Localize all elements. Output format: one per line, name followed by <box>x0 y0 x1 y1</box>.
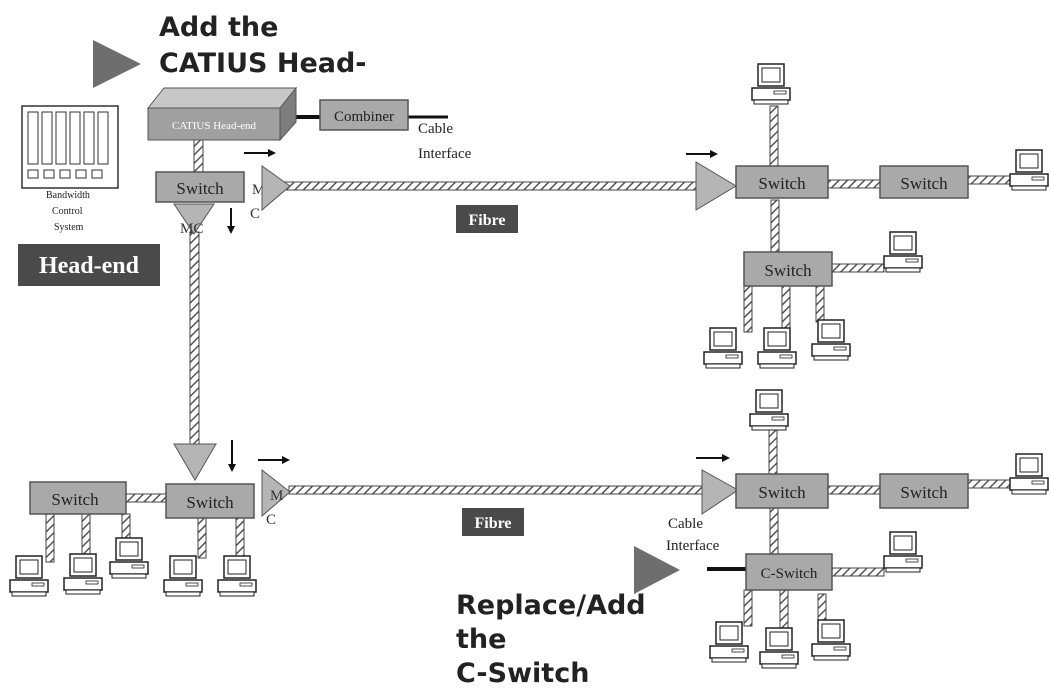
computer-terminal-icon <box>749 389 789 431</box>
cable-br-drop1 <box>743 589 753 627</box>
cable-tr-drop2 <box>781 285 791 335</box>
switch-bl-left <box>29 481 127 515</box>
catius-headend-label: CATIUS Head-end <box>172 120 257 132</box>
fibre-label-box-bottom <box>462 508 524 536</box>
computer-terminal-icon <box>883 231 923 273</box>
switch-tr-right <box>879 165 969 199</box>
computer-terminal-icon <box>1009 453 1049 495</box>
cable-tr-right <box>967 175 1017 185</box>
combiner-box <box>319 99 409 131</box>
computer-terminal-icon <box>217 555 257 597</box>
cable-interface-label-bottom: Cable Interface <box>666 516 720 554</box>
computer-terminal-icon <box>883 531 923 573</box>
switch-bl-main <box>165 483 255 519</box>
fibre-label-top: Fibre <box>468 212 505 229</box>
switch-br-right <box>879 473 969 509</box>
media-converter-triangle-vertical <box>173 203 215 235</box>
fibre-cable-bottom <box>288 485 704 495</box>
callout-replace-cswitch: Replace/Add the C-Switch <box>456 590 655 688</box>
cable-bl-drop4 <box>197 517 207 559</box>
arrow-right-icon <box>686 150 718 158</box>
cable-bl-drop2 <box>81 513 91 559</box>
cable-br-drop2 <box>779 589 789 629</box>
fibre-cable-top <box>284 181 698 191</box>
cable-bl-drop5 <box>235 517 245 559</box>
media-converter-triangle-top <box>261 165 291 212</box>
computer-terminal-icon <box>63 553 103 595</box>
computer-terminal-icon <box>709 621 749 663</box>
fibre-cable-vertical <box>189 231 200 445</box>
arrow-right-icon <box>244 149 276 157</box>
mc-label-bottom: M C <box>266 488 287 528</box>
computer-terminal-icon <box>163 555 203 597</box>
cable-br-down <box>769 507 779 555</box>
media-converter-triangle-tr <box>695 161 737 211</box>
switch-bl-main-label: Switch <box>186 493 234 512</box>
computer-terminal-icon <box>109 537 149 579</box>
switch-headend-label: Switch <box>176 179 224 198</box>
fibre-label-box-top <box>456 205 518 233</box>
mc-label-vertical: MC <box>180 221 203 237</box>
cable-tr-drop3 <box>815 285 825 323</box>
switch-headend <box>155 171 245 203</box>
switch-br-main <box>735 473 829 509</box>
computer-terminal-icon <box>757 327 797 369</box>
cable-br-right <box>967 479 1017 489</box>
switch-br-right-label: Switch <box>900 483 948 502</box>
cable-interface-label-top: Cable Interface <box>418 121 472 162</box>
switch-bl-left-label: Switch <box>51 490 99 509</box>
switch-br-main-label: Switch <box>758 483 806 502</box>
computer-terminal-icon <box>751 63 791 105</box>
play-triangle-icon <box>93 40 141 88</box>
switch-tr-lower <box>743 251 833 287</box>
media-converter-triangle-trunk <box>173 443 217 481</box>
cable-br-switch-link <box>827 485 881 495</box>
play-triangle-icon <box>634 546 680 594</box>
fibre-label-bottom: Fibre <box>474 515 511 532</box>
cable-br-drop3 <box>817 593 827 623</box>
cable-switch-link-bottom-left <box>125 493 167 503</box>
catius-headend-box <box>146 86 298 142</box>
switch-tr-lower-label: Switch <box>764 261 812 280</box>
bandwidth-control-label: Bandwidth Control System <box>46 190 92 233</box>
cable-tr-mid-right <box>831 263 885 273</box>
computer-terminal-icon <box>811 619 851 661</box>
cable-tr-drop1 <box>743 285 753 333</box>
arrow-right-icon <box>258 456 290 464</box>
computer-terminal-icon <box>1009 149 1049 191</box>
media-converter-triangle-br <box>701 469 739 515</box>
cable-bl-drop1 <box>45 513 55 563</box>
computer-terminal-icon <box>759 627 799 669</box>
combiner-label: Combiner <box>334 109 394 125</box>
media-converter-triangle-bottom <box>261 468 291 518</box>
cable-tr-up <box>769 105 779 167</box>
switch-tr-main <box>735 165 829 199</box>
c-switch-label: C-Switch <box>761 566 818 582</box>
cable-br-mid-right <box>831 567 885 577</box>
computer-terminal-icon <box>9 555 49 597</box>
cable-tr-switch-link <box>827 179 881 189</box>
headend-banner-label: Head-end <box>39 253 140 279</box>
arrow-down-icon <box>227 208 235 234</box>
computer-terminal-icon <box>811 319 851 361</box>
switch-tr-main-label: Switch <box>758 174 806 193</box>
c-switch-box <box>745 553 833 591</box>
arrow-right-icon <box>696 454 730 462</box>
headend-banner <box>18 244 160 286</box>
computer-terminal-icon <box>703 327 743 369</box>
arrow-down-icon <box>228 440 236 472</box>
switch-tr-right-label: Switch <box>900 174 948 193</box>
cable-br-up <box>768 429 778 475</box>
server-rack-icon <box>21 105 119 189</box>
cable-tr-down <box>770 199 780 253</box>
